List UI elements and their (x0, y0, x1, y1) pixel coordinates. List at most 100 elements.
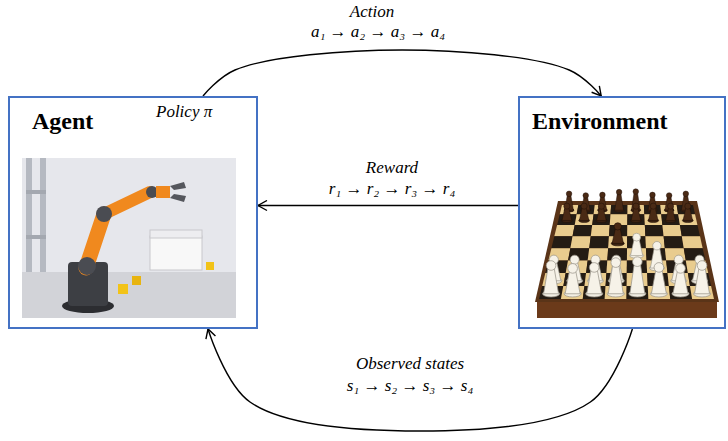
chess-board-photo (667, 203, 673, 209)
chess-board-photo (645, 225, 664, 236)
robot-photo (118, 284, 128, 294)
chess-board-photo (672, 264, 689, 297)
chess-board-photo (674, 255, 683, 264)
chess-board-photo (648, 203, 659, 223)
chess-board-photo (551, 236, 572, 248)
chess-board-photo (564, 264, 581, 297)
chess-board-photo (697, 261, 707, 271)
chess-board-photo (648, 192, 658, 212)
sequence-label: a₁ → a₂ → a₃ → a₄ (311, 22, 445, 42)
chess-board-photo (683, 208, 693, 220)
chess-board-photo (648, 208, 658, 220)
process-box: Agent Policy π (8, 96, 258, 329)
chess-board-photo (651, 271, 666, 294)
robot-photo (206, 262, 214, 270)
chess-board-photo (629, 257, 646, 297)
chess-board-photo (587, 271, 602, 294)
flow-arrow (203, 50, 601, 96)
chess-board-photo (665, 203, 676, 223)
chess-board-photo (546, 261, 556, 271)
chess-board-photo (666, 193, 672, 199)
chess-board-photo (662, 225, 681, 236)
chess-board-photo (654, 263, 664, 273)
chess-board-photo (631, 189, 641, 212)
chess-board-photo (598, 197, 607, 210)
chess-board-photo (682, 236, 703, 248)
chess-board-photo (597, 208, 607, 220)
chess-board-photo (612, 229, 623, 244)
chess-board-photo (650, 263, 667, 297)
chess-board-photo (570, 255, 579, 264)
chess-board-photo (611, 258, 621, 268)
chess-board-photo (630, 233, 644, 258)
chess-board-photo (683, 191, 689, 197)
chess-board-photo (568, 264, 578, 274)
chess-board-photo (581, 197, 590, 210)
chess-board-photo (648, 197, 657, 210)
chess-board-photo (631, 193, 640, 210)
chess-board-photo (583, 193, 589, 199)
policy-label: Policy π (156, 102, 212, 122)
chess-board-photo (673, 272, 688, 294)
chess-board-photo (680, 225, 700, 236)
chess-board-photo (581, 203, 587, 209)
chess-board-photo (614, 189, 624, 212)
flow-arrow (258, 205, 518, 206)
chess-board-photo (589, 236, 609, 248)
chess-board-photo (650, 192, 656, 198)
chess-board-photo (681, 196, 690, 211)
chess-board-photo (630, 265, 645, 294)
chess-board-photo (630, 240, 642, 256)
robot-photo (22, 158, 236, 318)
chess-board-photo (566, 191, 572, 197)
robot-photo (170, 194, 186, 202)
chess-board-photo (535, 189, 719, 318)
chess-board-photo (591, 225, 610, 236)
robot-photo (150, 236, 202, 270)
sequence-label: s₁ → s₂ → s₃ → s₄ (347, 376, 474, 396)
robot-photo (26, 158, 32, 272)
chess-board-photo (596, 203, 607, 223)
robot-photo (156, 186, 170, 198)
chess-board-photo (693, 261, 710, 297)
node-heading: Environment (532, 108, 668, 136)
chess-board-photo (579, 203, 590, 223)
chess-board-photo (665, 197, 674, 210)
chess-board-photo (589, 263, 599, 273)
node-heading: Agent (32, 108, 93, 136)
chess-board-photo (653, 241, 661, 249)
flow-arrow (208, 329, 632, 431)
chess-board-photo (633, 257, 643, 267)
robot-photo (22, 272, 236, 318)
chess-board-photo (535, 201, 719, 302)
chess-board-photo (615, 194, 624, 210)
chess-board-photo (614, 223, 621, 230)
chess-board-photo (570, 236, 590, 248)
chess-board-photo (562, 208, 572, 220)
robot-photo (96, 206, 112, 222)
robot-photo (78, 257, 96, 275)
chess-board-photo (608, 266, 623, 294)
chess-board-photo (611, 223, 624, 246)
chess-board-photo (607, 258, 624, 297)
chess-board-photo (598, 203, 604, 209)
chess-board-photo (664, 236, 684, 248)
chess-board-photo (633, 189, 639, 195)
edge-label: Action (350, 2, 394, 22)
chess-board-photo (544, 269, 559, 294)
chess-board-photo (682, 203, 693, 223)
chess-board-photo (631, 208, 641, 220)
robot-photo (132, 276, 141, 285)
chess-board-photo (631, 203, 642, 223)
chess-board-photo (666, 208, 676, 220)
robot-photo (40, 158, 46, 272)
chess-board-photo (537, 300, 717, 318)
chess-board-photo (554, 225, 574, 236)
robot-photo (150, 230, 202, 238)
chess-board-photo (565, 196, 574, 211)
chess-board-photo (695, 269, 710, 294)
chess-board-photo (573, 225, 593, 236)
